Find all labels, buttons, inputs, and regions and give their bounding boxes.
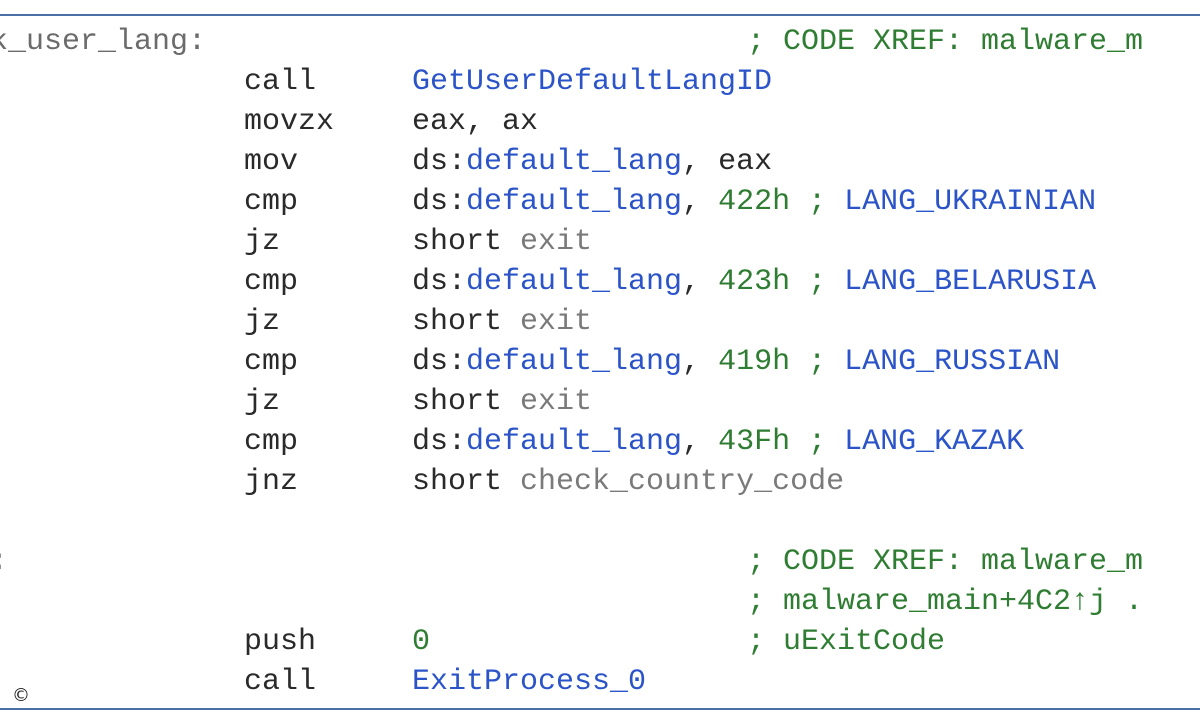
disassembly-view: k_user_lang: ; CODE XREF: malware_m call… xyxy=(0,14,1200,710)
symbolic-constant[interactable]: LANG_RUSSIAN xyxy=(844,345,1061,379)
code-line[interactable]: cmp ds:default_lang, 43Fh ; LANG_KAZAK xyxy=(0,422,1200,462)
operand: ds:default_lang, 419h ; LANG_RUSSIAN xyxy=(412,342,1060,382)
symbolic-constant[interactable]: LANG_BELARUSIA xyxy=(844,265,1097,299)
operand-function[interactable]: ExitProcess_0 xyxy=(412,665,647,699)
code-line[interactable]: ; malware_main+4C2↑j . xyxy=(0,582,1200,622)
code-listing: k_user_lang: ; CODE XREF: malware_m call… xyxy=(0,16,1200,708)
operand: short exit xyxy=(412,382,592,422)
variable-name[interactable]: default_lang xyxy=(466,185,683,219)
xref-comment: ; CODE XREF: malware_m xyxy=(747,25,1144,59)
code-label[interactable]: : xyxy=(0,542,8,582)
code-line[interactable]: movzx eax, ax xyxy=(0,102,1200,142)
segment-prefix: ds: xyxy=(412,145,467,179)
code-line[interactable]: push 0 ; uExitCode xyxy=(0,622,1200,662)
operand-separator: , xyxy=(682,345,719,379)
inline-comment-marker: ; xyxy=(790,425,845,459)
code-line[interactable]: mov ds:default_lang, eax xyxy=(0,142,1200,182)
segment-prefix: ds: xyxy=(412,345,467,379)
code-line[interactable]: call ExitProcess_0 xyxy=(0,662,1200,702)
mnemonic: jz xyxy=(244,225,281,259)
segment-prefix: ds: xyxy=(412,425,467,459)
variable-name[interactable]: default_lang xyxy=(466,265,683,299)
mnemonic: movzx xyxy=(244,105,335,139)
mnemonic: call xyxy=(244,665,317,699)
code-line[interactable]: jz short exit xyxy=(0,382,1200,422)
jump-keyword: short xyxy=(412,305,521,339)
mnemonic: mov xyxy=(244,145,299,179)
operand-separator: , xyxy=(682,425,719,459)
inline-comment-marker: ; xyxy=(790,185,845,219)
variable-name[interactable]: default_lang xyxy=(466,345,683,379)
operand: short exit xyxy=(412,222,592,262)
mnemonic: cmp xyxy=(244,425,299,459)
symbolic-constant[interactable]: LANG_UKRAINIAN xyxy=(844,185,1097,219)
mnemonic: jnz xyxy=(244,465,299,499)
mnemonic: call xyxy=(244,65,317,99)
code-label[interactable]: k_user_lang: xyxy=(0,25,207,59)
operand: ds:default_lang, eax xyxy=(412,142,772,182)
inline-comment-marker: ; xyxy=(790,345,845,379)
xref-comment: ; malware_main+4C2↑j . xyxy=(747,585,1144,619)
operand: ds:default_lang, 423h ; LANG_BELARUSIA xyxy=(412,262,1096,302)
code-line[interactable]: jnz short check_country_code xyxy=(0,462,1200,502)
code-line[interactable]: jz short exit xyxy=(0,222,1200,262)
code-line[interactable]: jz short exit xyxy=(0,302,1200,342)
code-line[interactable]: : ; CODE XREF: malware_m xyxy=(0,542,1200,582)
inline-comment-marker: ; xyxy=(790,265,845,299)
operand-rest: , eax xyxy=(682,145,773,179)
operand: eax, ax xyxy=(412,105,539,139)
immediate-value: 0 xyxy=(412,625,431,659)
immediate-value: 43Fh xyxy=(718,425,791,459)
code-line[interactable]: k_user_lang: ; CODE XREF: malware_m xyxy=(0,22,1200,62)
mnemonic: cmp xyxy=(244,185,299,219)
segment-prefix: ds: xyxy=(412,185,467,219)
mnemonic: jz xyxy=(244,385,281,419)
jump-keyword: short xyxy=(412,385,521,419)
copyright-icon: © xyxy=(12,685,30,706)
operand-function[interactable]: GetUserDefaultLangID xyxy=(412,65,773,99)
mnemonic: cmp xyxy=(244,265,299,299)
operand: ds:default_lang, 422h ; LANG_UKRAINIAN xyxy=(412,182,1096,222)
code-line[interactable]: call GetUserDefaultLangID xyxy=(0,62,1200,102)
operand-separator: , xyxy=(682,265,719,299)
operand-separator: , xyxy=(682,185,719,219)
code-line[interactable]: cmp ds:default_lang, 423h ; LANG_BELARUS… xyxy=(0,262,1200,302)
jump-target[interactable]: exit xyxy=(520,225,593,259)
jump-target[interactable]: exit xyxy=(520,385,593,419)
jump-keyword: short xyxy=(412,225,521,259)
immediate-value: 423h xyxy=(718,265,791,299)
code-line[interactable]: cmp ds:default_lang, 422h ; LANG_UKRAINI… xyxy=(0,182,1200,222)
operand: short check_country_code xyxy=(412,462,844,502)
jump-target[interactable]: check_country_code xyxy=(520,465,845,499)
jump-target[interactable]: exit xyxy=(520,305,593,339)
variable-name[interactable]: default_lang xyxy=(466,145,683,179)
variable-name[interactable]: default_lang xyxy=(466,425,683,459)
mnemonic: jz xyxy=(244,305,281,339)
xref-comment: ; CODE XREF: malware_m xyxy=(747,545,1144,579)
jump-keyword: short xyxy=(412,465,521,499)
segment-prefix: ds: xyxy=(412,265,467,299)
mnemonic: push xyxy=(244,625,317,659)
immediate-value: 419h xyxy=(718,345,791,379)
mnemonic: cmp xyxy=(244,345,299,379)
symbolic-constant[interactable]: LANG_KAZAK xyxy=(844,425,1025,459)
code-line[interactable]: cmp ds:default_lang, 419h ; LANG_RUSSIAN xyxy=(0,342,1200,382)
parameter-comment: ; uExitCode xyxy=(747,625,946,659)
operand: ds:default_lang, 43Fh ; LANG_KAZAK xyxy=(412,422,1024,462)
operand: short exit xyxy=(412,302,592,342)
immediate-value: 422h xyxy=(718,185,791,219)
